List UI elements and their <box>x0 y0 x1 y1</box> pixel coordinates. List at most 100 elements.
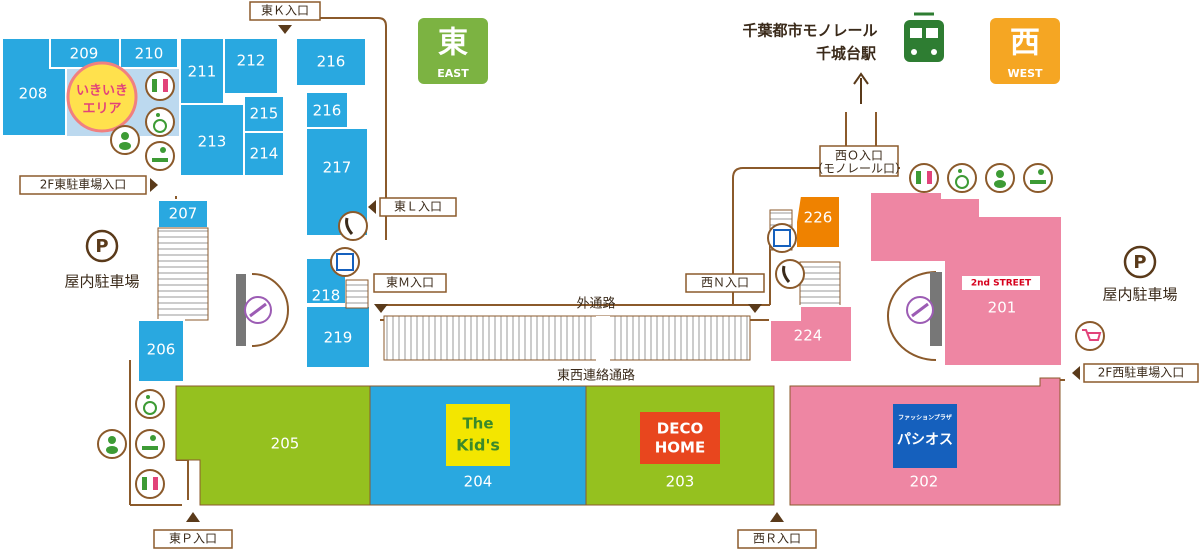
parking-west-label: 屋内駐車場 <box>1102 286 1177 304</box>
shop-206[interactable] <box>137 319 185 383</box>
shop-216-lower[interactable] <box>305 91 349 129</box>
arrow-up-icon <box>770 512 784 522</box>
arrow-down-icon <box>278 25 292 34</box>
shop-212[interactable] <box>223 37 279 95</box>
shop-213[interactable] <box>179 103 245 177</box>
entrances: 東Ｋ入口 2F東駐車場入口 東Ｌ入口 東Ｍ入口 東Ｐ入口 西Ｎ入口 <box>19 1 1199 549</box>
entrance-west-o[interactable]: 西Ｏ入口 （モノレール口） <box>811 112 907 177</box>
shop-210-number: 210 <box>135 45 164 63</box>
west-kanji: 西 <box>1010 26 1040 61</box>
train-icon <box>904 12 944 62</box>
entrance-west-r-label: 西Ｒ入口 <box>753 532 801 546</box>
elevator-icon <box>767 223 797 253</box>
shopping-cart-icon <box>1075 321 1105 351</box>
second-street-text: 2nd STREET <box>971 279 1032 289</box>
stairs-east-m <box>345 279 369 309</box>
entrance-east-k-label: 東Ｋ入口 <box>261 4 309 18</box>
arrow-down-icon <box>374 304 388 313</box>
deco-home-line2: HOME <box>655 439 705 457</box>
entrance-2f-west-parking-label: 2F西駐車場入口 <box>1098 365 1185 380</box>
entrance-east-k[interactable]: 東Ｋ入口 <box>249 1 321 34</box>
shop-216-upper[interactable] <box>295 37 367 87</box>
parking-icon <box>85 229 119 263</box>
shop-214[interactable] <box>243 131 285 177</box>
second-street-logo <box>962 276 1040 290</box>
shop-226[interactable] <box>795 195 841 249</box>
station-info: 千葉都市モノレール 千城台駅 <box>742 12 944 104</box>
wheelchair-icon <box>145 107 175 137</box>
elevator-icon <box>330 247 360 277</box>
shop-207-number: 207 <box>169 205 198 223</box>
restroom-icon <box>135 469 165 499</box>
diaper-change-icon <box>145 141 175 171</box>
entrance-east-m[interactable]: 東Ｍ入口 <box>373 273 447 313</box>
shop-216-upper-number: 216 <box>317 53 346 71</box>
pasios-sub: ファッションプラザ <box>898 414 952 422</box>
diaper-change-icon <box>135 429 165 459</box>
deco-home-line1: DECO <box>657 420 703 438</box>
escalator-west <box>887 271 942 361</box>
ikiiki-line2: エリア <box>82 102 121 117</box>
outer-passage-label: 外通路 <box>576 296 615 312</box>
entrance-west-o-sublabel: （モノレール口） <box>811 162 907 176</box>
the-kids-line2: Kid's <box>456 436 500 455</box>
shop-206-number: 206 <box>147 341 176 359</box>
entrance-2f-west-parking[interactable]: 2F西駐車場入口 <box>1072 363 1199 383</box>
station-line1: 千葉都市モノレール <box>742 22 877 40</box>
arrow-down-icon <box>748 304 762 313</box>
shop-205-number: 205 <box>271 435 300 453</box>
shop-203-number: 203 <box>666 473 695 491</box>
entrance-east-m-label: 東Ｍ入口 <box>386 276 434 290</box>
station-line2: 千城台駅 <box>816 45 877 63</box>
west-roman: WEST <box>1007 67 1043 80</box>
parking-west-symbol: P <box>1133 252 1146 273</box>
facility-icons <box>97 71 1105 499</box>
pasios-logo: ファッションプラザ パシオス <box>893 404 957 468</box>
shop-215[interactable] <box>243 95 285 133</box>
entrance-west-n[interactable]: 西Ｎ入口 <box>685 273 765 313</box>
parking-east-label: 屋内駐車場 <box>64 273 139 291</box>
shop-212-number: 212 <box>237 52 266 70</box>
entrance-west-r[interactable]: 西Ｒ入口 <box>737 512 817 549</box>
connector-passage-label: 東西連絡通路 <box>557 368 635 384</box>
stairs-west-224 <box>799 261 841 307</box>
shop-210[interactable] <box>119 37 179 69</box>
arrow-up-icon <box>186 512 200 522</box>
parking-west: P 屋内駐車場 <box>1102 245 1178 304</box>
entrance-east-p[interactable]: 東Ｐ入口 <box>153 512 233 549</box>
parking-east: P 屋内駐車場 <box>64 229 140 291</box>
entrance-east-l[interactable]: 東Ｌ入口 <box>368 197 457 217</box>
east-badge: 東 EAST <box>418 18 488 84</box>
shop-224[interactable] <box>769 305 853 363</box>
entrance-west-o-label: 西Ｏ入口 <box>835 149 883 163</box>
shop-202-number: 202 <box>910 473 939 491</box>
shop-213-number: 213 <box>198 133 227 151</box>
shop-201-number: 201 <box>988 299 1017 317</box>
wheelchair-icon <box>135 389 165 419</box>
entrance-2f-east-parking[interactable]: 2F東駐車場入口 <box>19 175 158 195</box>
entrance-east-p-label: 東Ｐ入口 <box>169 532 217 546</box>
shop-216-lower-number: 216 <box>313 102 342 120</box>
shop-219-number: 219 <box>324 329 353 347</box>
shop-226-number: 226 <box>804 209 833 227</box>
shop-208-number: 208 <box>19 85 48 103</box>
arrow-left-icon <box>1072 366 1080 380</box>
escalator-east <box>236 273 289 347</box>
east-roman: EAST <box>437 67 469 80</box>
restroom-icon <box>909 163 939 193</box>
shop-219[interactable] <box>305 305 371 369</box>
arrow-left-icon <box>368 200 376 214</box>
parking-east-symbol: P <box>95 236 108 257</box>
baby-care-icon <box>110 125 140 155</box>
baby-care-icon <box>97 429 127 459</box>
deco-home-logo: DECO HOME <box>640 412 720 464</box>
phone-icon <box>775 259 805 289</box>
ikiiki-line1: いきいき <box>76 84 128 99</box>
the-kids-logo: The Kid's <box>446 404 510 466</box>
restroom-icon <box>145 71 175 101</box>
baby-care-icon <box>985 163 1015 193</box>
shop-209-number: 209 <box>70 45 99 63</box>
arrow-right-icon <box>150 178 158 192</box>
